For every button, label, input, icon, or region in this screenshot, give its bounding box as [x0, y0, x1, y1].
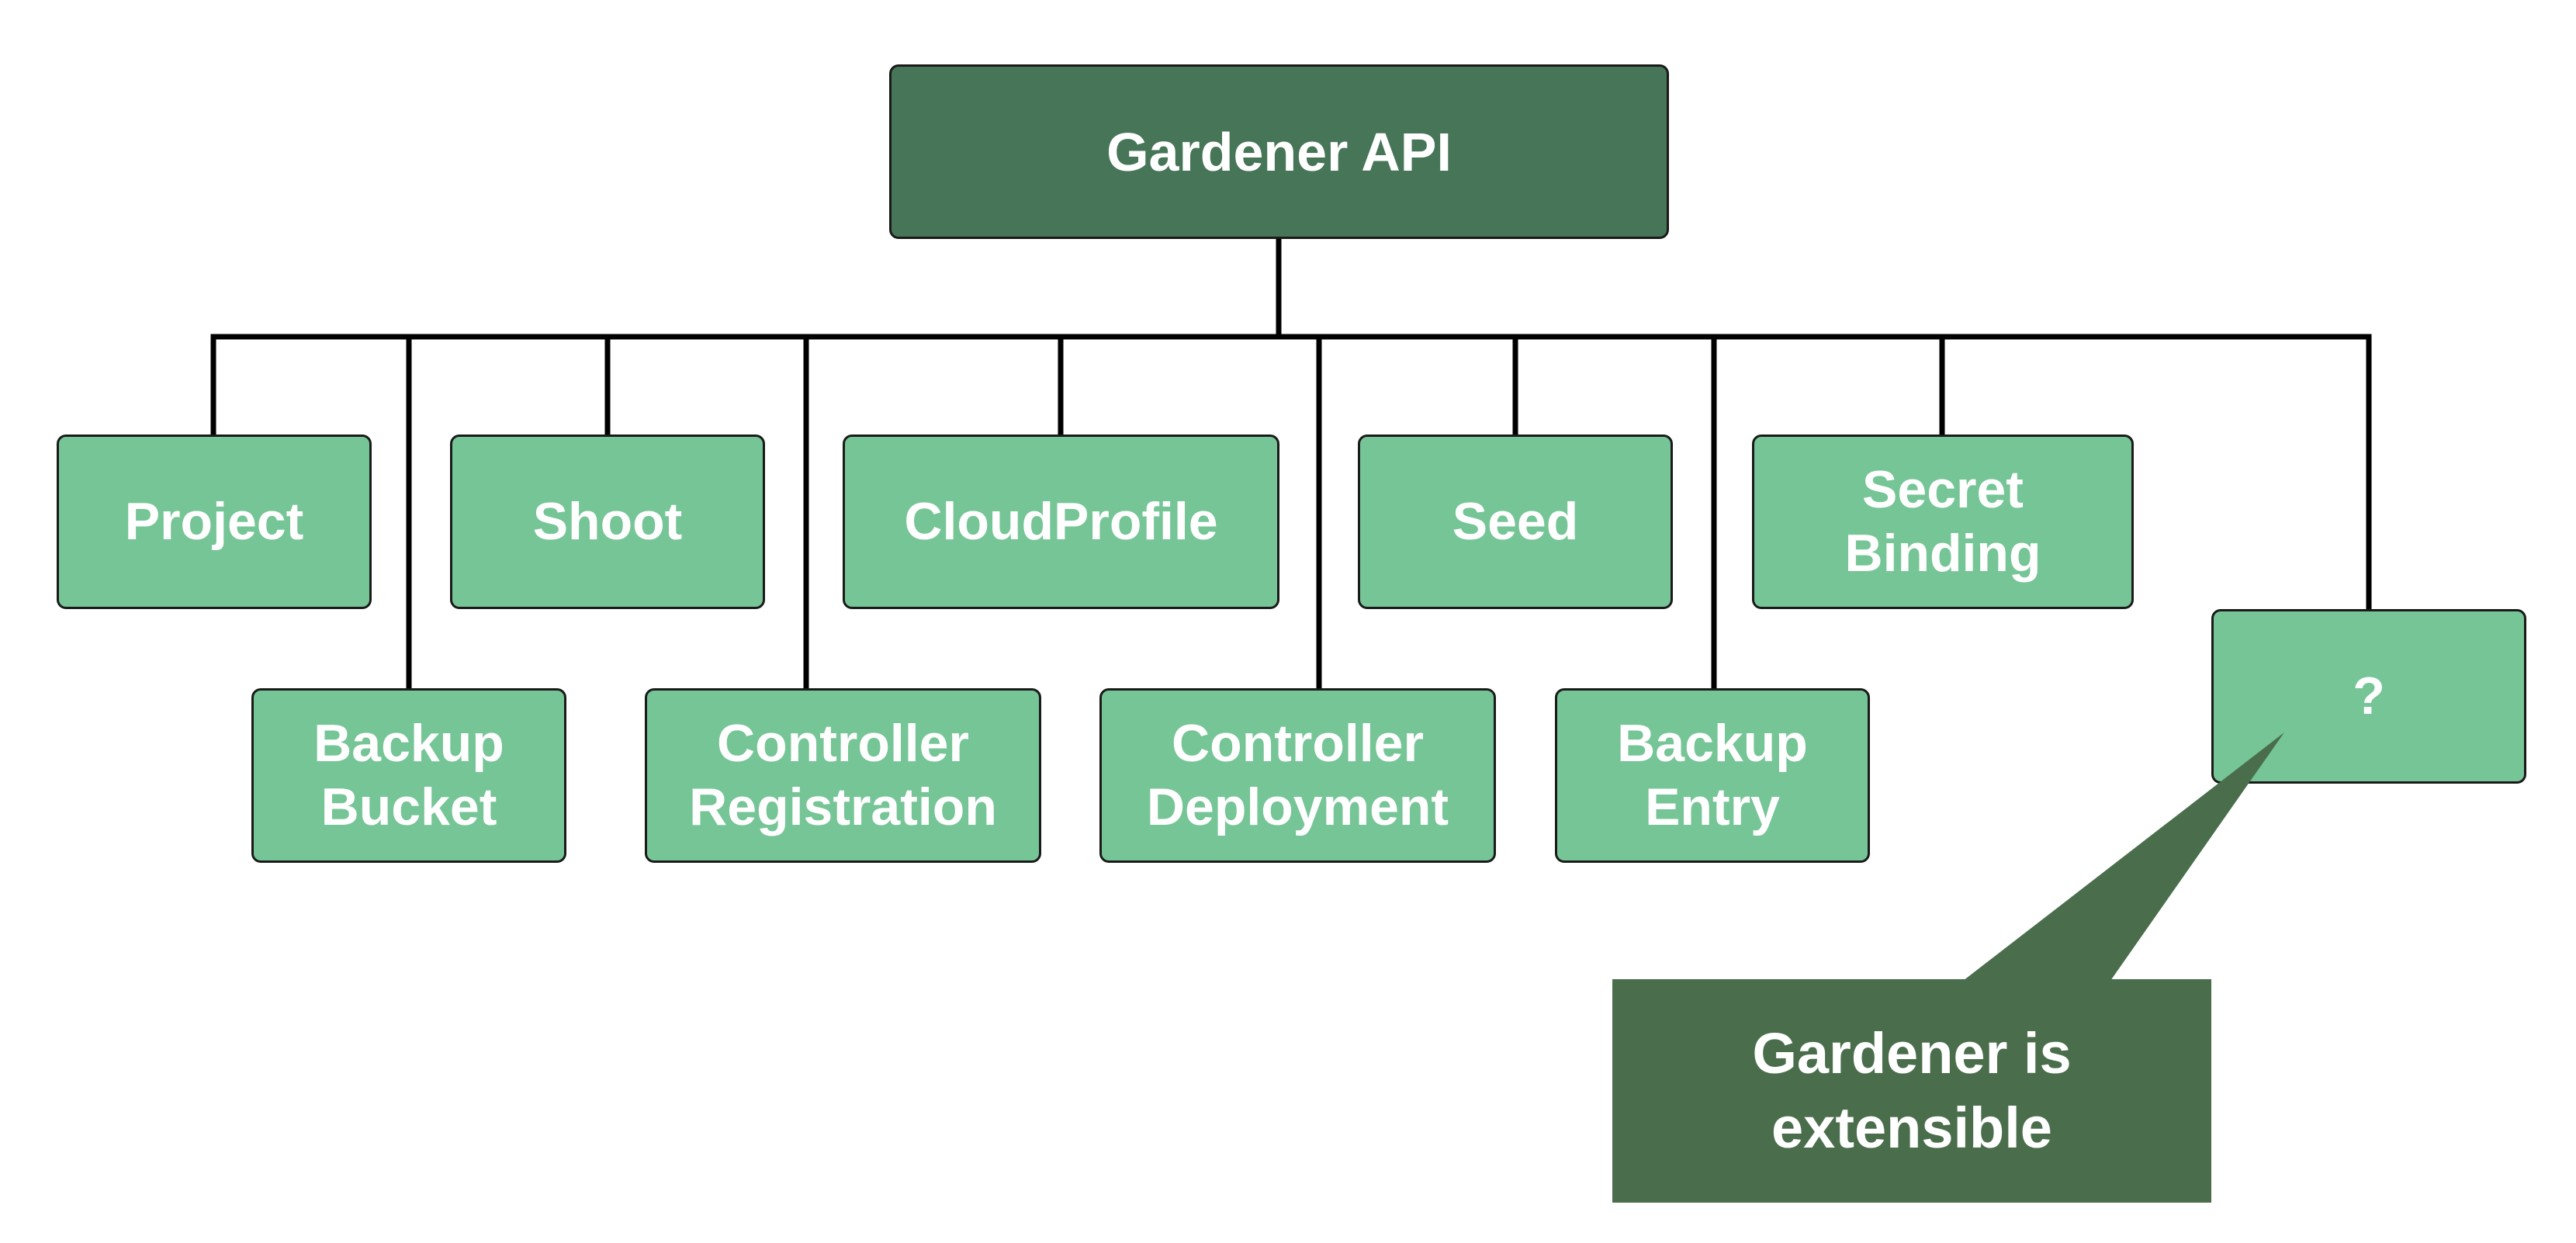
backup-entry-node: Backup Entry: [1555, 688, 1870, 863]
project-label: Project: [124, 491, 304, 551]
shoot-label: Shoot: [532, 491, 683, 551]
callout-box: [1612, 979, 2211, 1203]
seed-node: Seed: [1358, 435, 1673, 609]
cloudprofile-node: CloudProfile: [843, 435, 1279, 609]
callout-label: Gardener is extensible: [1752, 1020, 2072, 1160]
controller-deployment-node: Controller Deployment: [1099, 688, 1496, 863]
backup-bucket-label: Backup Bucket: [313, 713, 504, 836]
callout-text: Gardener is extensible: [1612, 979, 2211, 1203]
controller-deployment-label: Controller Deployment: [1146, 713, 1449, 836]
gardener-api-label: Gardener API: [1106, 121, 1452, 182]
backup-entry-label: Backup Entry: [1617, 713, 1808, 836]
gardener-api-node: Gardener API: [889, 64, 1669, 239]
secret-binding-node: Secret Binding: [1752, 435, 2134, 609]
backup-bucket-node: Backup Bucket: [251, 688, 566, 863]
secret-binding-label: Secret Binding: [1844, 459, 2041, 583]
controller-registration-node: Controller Registration: [645, 688, 1041, 863]
controller-registration-label: Controller Registration: [689, 713, 997, 836]
callout-pointer: [1963, 732, 2284, 981]
shoot-node: Shoot: [450, 435, 765, 609]
project-node: Project: [57, 435, 372, 609]
unknown-resource-label: ?: [2353, 666, 2385, 725]
cloudprofile-label: CloudProfile: [904, 491, 1218, 551]
seed-label: Seed: [1452, 491, 1579, 551]
